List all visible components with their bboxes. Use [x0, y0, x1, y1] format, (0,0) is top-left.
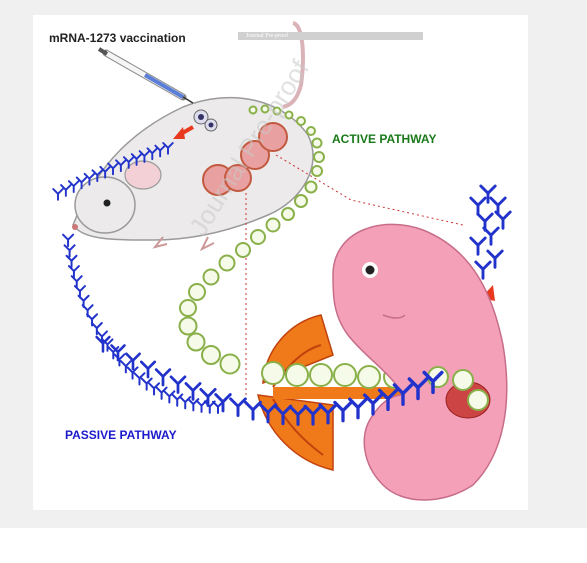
antibody-icon: [362, 393, 384, 416]
antibody-icon: [95, 335, 111, 353]
antibody-icon: [67, 180, 80, 193]
antibody-icon: [155, 386, 168, 400]
antibody-icon: [163, 390, 176, 404]
antibody-icon: [377, 388, 399, 412]
figure-title: mRNA-1273 vaccination: [49, 31, 186, 45]
antibody-icon: [422, 370, 444, 395]
antibody-icon: [169, 375, 187, 394]
antibody-icon: [212, 400, 224, 414]
antibody-icon: [99, 165, 111, 179]
antibody-icon: [482, 226, 500, 246]
antibody-chain: [52, 142, 512, 426]
antibody-icon: [62, 233, 75, 247]
antibody-icon: [469, 196, 487, 216]
antibody-icon: [489, 196, 507, 216]
antibody-icon: [392, 383, 414, 406]
antibody-icon: [75, 176, 88, 190]
antibody-icon: [70, 275, 83, 289]
page-footer-space: [0, 528, 587, 563]
antibody-icon: [119, 360, 132, 374]
antibody-icon: [91, 169, 104, 183]
antibody-icon: [303, 404, 323, 426]
antibody-icon: [110, 344, 126, 362]
mouse-icon: [72, 21, 314, 252]
antibody-icon: [107, 162, 119, 176]
antibody-icon: [229, 397, 247, 417]
antibody-icon: [83, 172, 96, 186]
syringe-icon: [97, 47, 194, 104]
title-mask: [161, 30, 241, 44]
antibody-icon: [139, 360, 157, 379]
antibody-icon: [63, 244, 76, 258]
antibody-icon: [288, 405, 308, 426]
antibody-icon: [115, 159, 127, 173]
antibody-icon: [469, 236, 487, 256]
antibody-icon: [184, 382, 202, 401]
antibody-icon: [479, 184, 497, 204]
uterus-placentas: [202, 122, 288, 196]
antibody-icon: [474, 260, 492, 280]
antibody-icon: [333, 400, 353, 423]
antibody-icon: [154, 368, 172, 387]
figure-canvas: mRNA-1273 vaccination Journal Pre-proof …: [33, 15, 528, 510]
antibody-icon: [348, 397, 368, 420]
antibody-icon: [199, 387, 217, 407]
pre-proof-banner: Journal Pre-proof: [238, 32, 423, 40]
antibody-icon: [125, 352, 141, 371]
antibody-icon: [122, 156, 135, 169]
antibody-icon: [318, 403, 338, 425]
antibody-icon: [148, 382, 161, 396]
antibody-icon: [133, 372, 146, 386]
antibody-icon: [494, 210, 512, 230]
diagram-artwork: [52, 21, 512, 501]
antibody-icon: [52, 188, 64, 201]
antibody-icon: [214, 393, 232, 413]
antibody-icon: [187, 398, 200, 412]
antibody-icon: [67, 265, 80, 279]
passive-pathway-label: PASSIVE PATHWAY: [65, 428, 177, 442]
active-pathway-label: ACTIVE PATHWAY: [332, 132, 437, 146]
antibody-icon: [126, 366, 139, 380]
antibody-icon: [65, 254, 78, 269]
antibody-icon: [486, 249, 504, 269]
antibody-icon: [140, 377, 153, 391]
vesicle-chain: [178, 104, 325, 375]
antibody-icon: [60, 184, 72, 197]
antibody-icon: [73, 285, 86, 299]
antibody-icon: [407, 377, 429, 401]
antibody-icon: [171, 393, 184, 407]
antibody-icon: [244, 400, 262, 421]
